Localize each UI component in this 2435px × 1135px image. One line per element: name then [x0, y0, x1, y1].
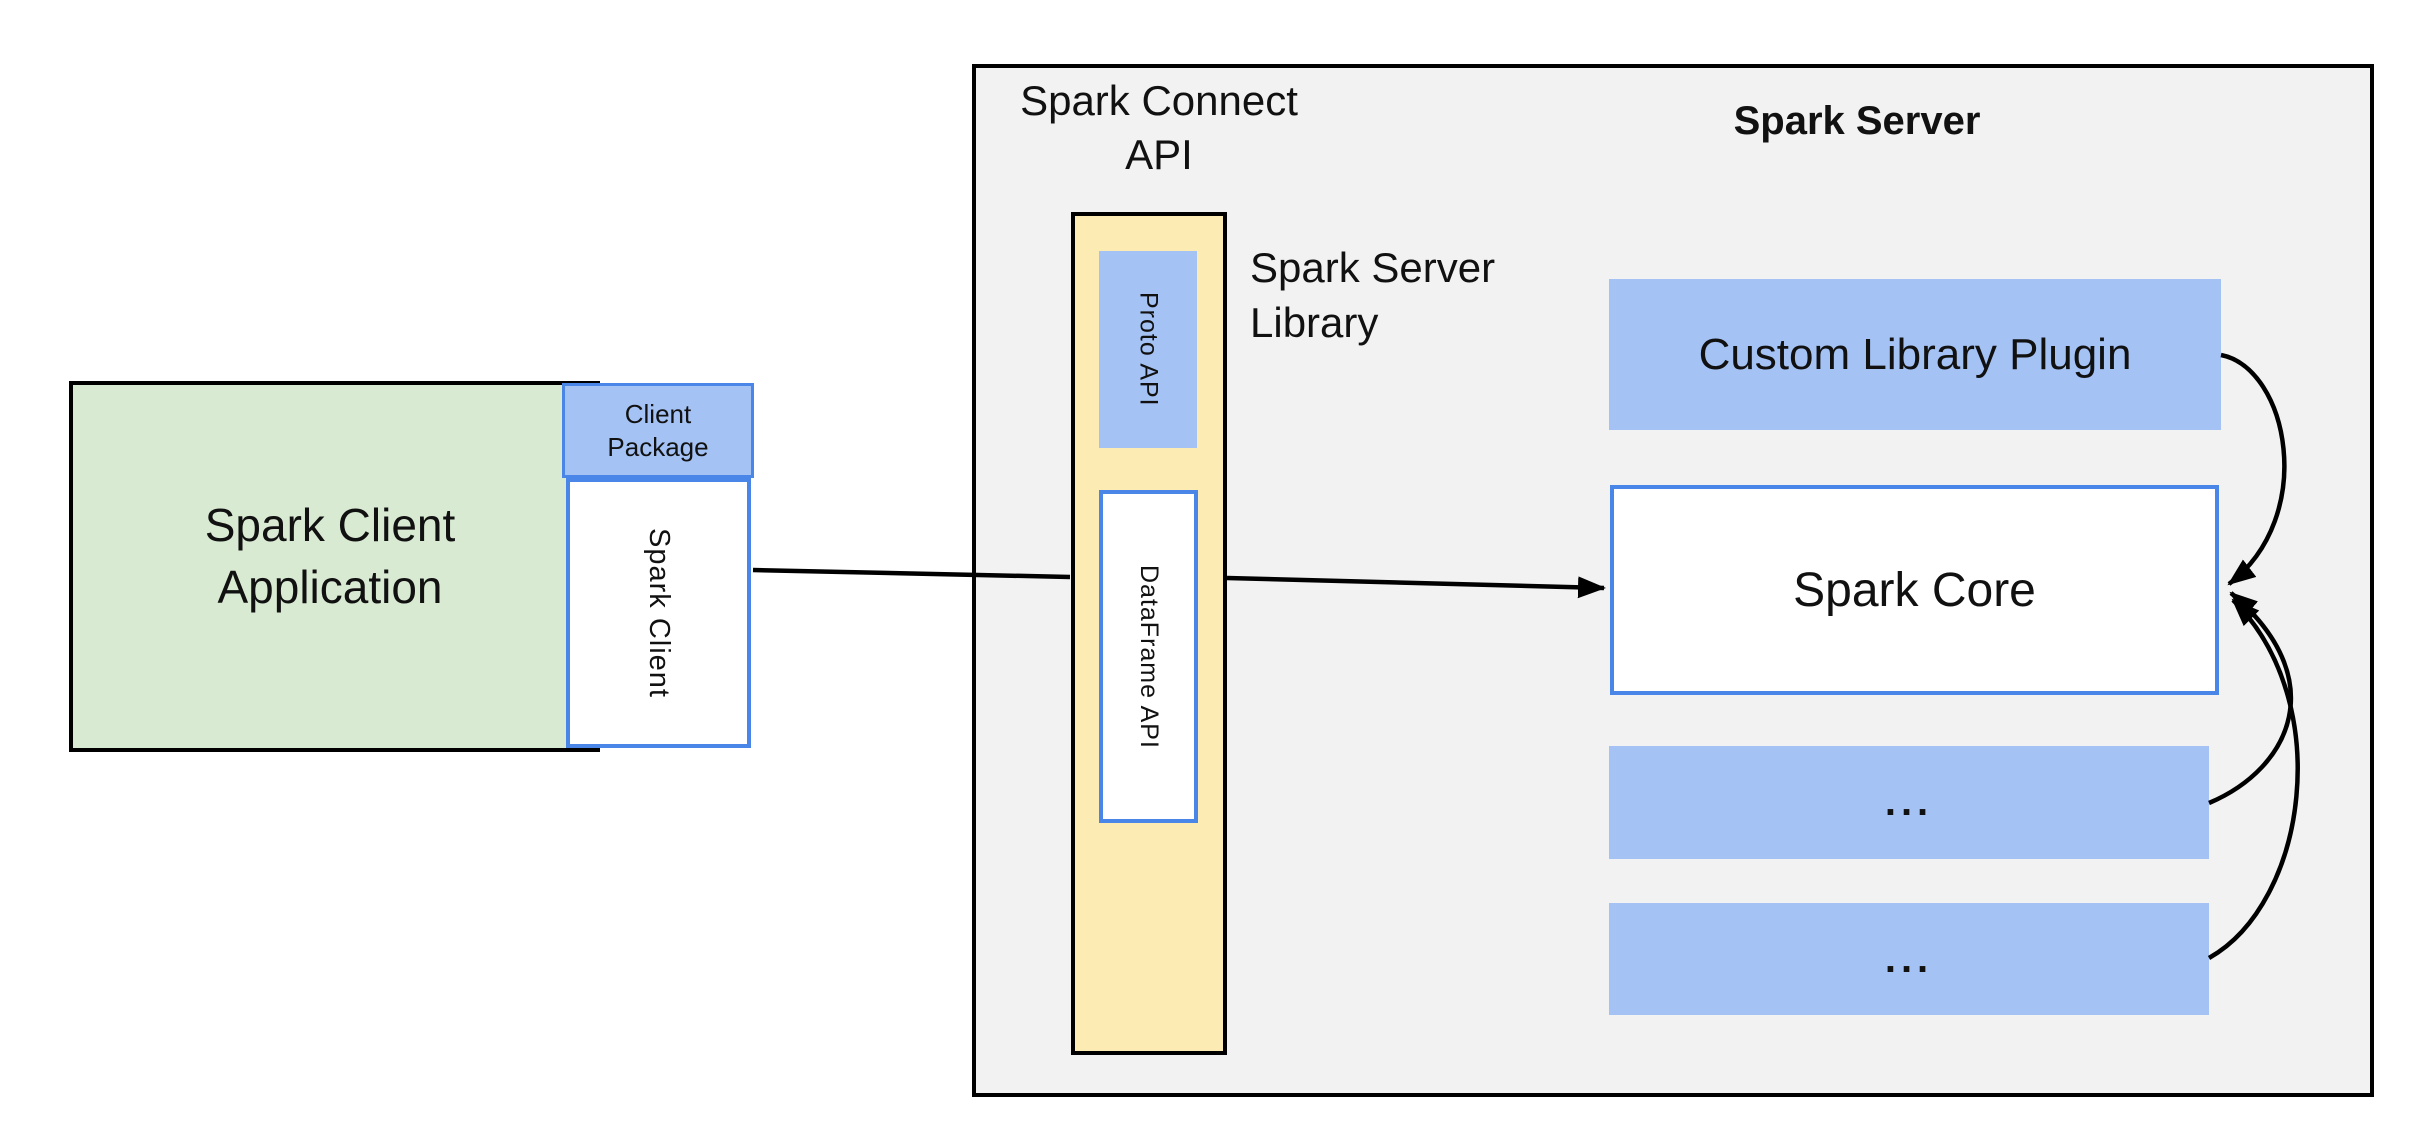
- dataframe-api-box: DataFrame API: [1099, 490, 1198, 823]
- spark-core-box: Spark Core: [1610, 485, 2219, 695]
- plugin-slot-1-label: ...: [1884, 780, 1934, 824]
- custom-library-plugin-box: Custom Library Plugin: [1609, 279, 2221, 430]
- dataframe-api-label: DataFrame API: [1135, 564, 1163, 749]
- proto-api-label: Proto API: [1134, 292, 1163, 407]
- client-package-label: Client Package: [607, 398, 709, 462]
- client-application-label: Spark Client Application: [204, 499, 456, 613]
- client-application-box: [69, 381, 600, 752]
- plugin-slot-2-label: ...: [1884, 936, 1934, 981]
- spark-connect-api-label: Spark Connect API: [1020, 77, 1298, 178]
- spark-client-box: Spark Client: [566, 478, 751, 748]
- plugin-slot-1-box: ...: [1609, 746, 2209, 859]
- plugin-slot-2-box: ...: [1609, 903, 2209, 1015]
- spark-server-title: Spark Server: [1733, 99, 1981, 143]
- client-package-box: Client Package: [562, 383, 754, 478]
- spark-client-label: Spark Client: [643, 528, 675, 698]
- custom-library-plugin-label: Custom Library Plugin: [1698, 329, 2132, 379]
- proto-api-box: Proto API: [1099, 251, 1197, 448]
- spark-server-library-label: Spark Server Library: [1250, 244, 1496, 346]
- spark-core-label: Spark Core: [1793, 563, 2036, 617]
